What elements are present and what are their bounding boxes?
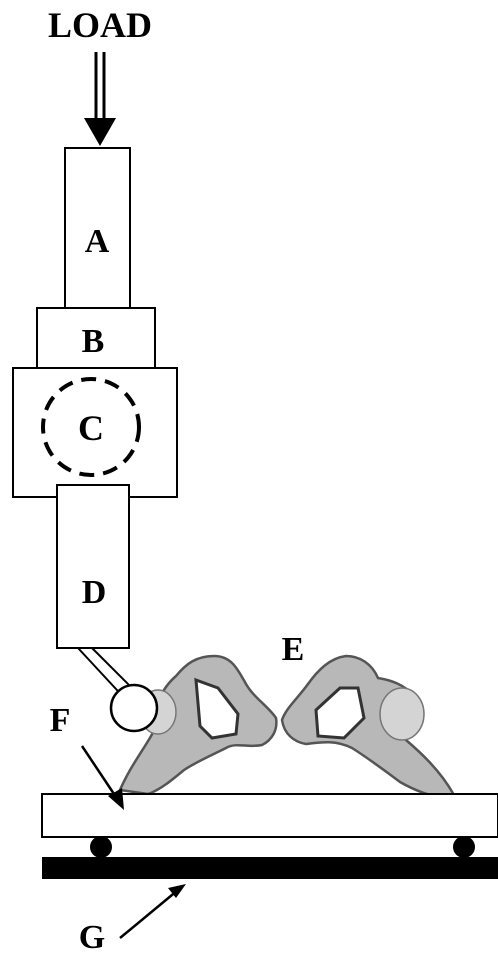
loading-ball — [109, 683, 159, 733]
vertebra-right — [280, 654, 456, 800]
arrow-g — [119, 884, 186, 939]
block-a — [64, 147, 131, 309]
base-plate-g — [42, 857, 498, 879]
roller-left — [90, 836, 112, 858]
arrow-f — [80, 745, 124, 810]
label-c: C — [78, 408, 104, 448]
load-label: LOAD — [48, 5, 152, 45]
load-arrow — [84, 52, 116, 146]
label-b: B — [82, 323, 105, 360]
label-e: E — [282, 631, 305, 668]
roller-right — [453, 836, 475, 858]
block-b — [36, 307, 156, 369]
block-d — [56, 484, 130, 649]
block-c — [12, 367, 178, 498]
joint-circle — [41, 377, 141, 477]
label-g: G — [79, 919, 105, 953]
label-a: A — [85, 223, 110, 260]
label-d: D — [82, 574, 107, 611]
label-f: F — [50, 702, 71, 739]
platform-f — [41, 793, 498, 838]
